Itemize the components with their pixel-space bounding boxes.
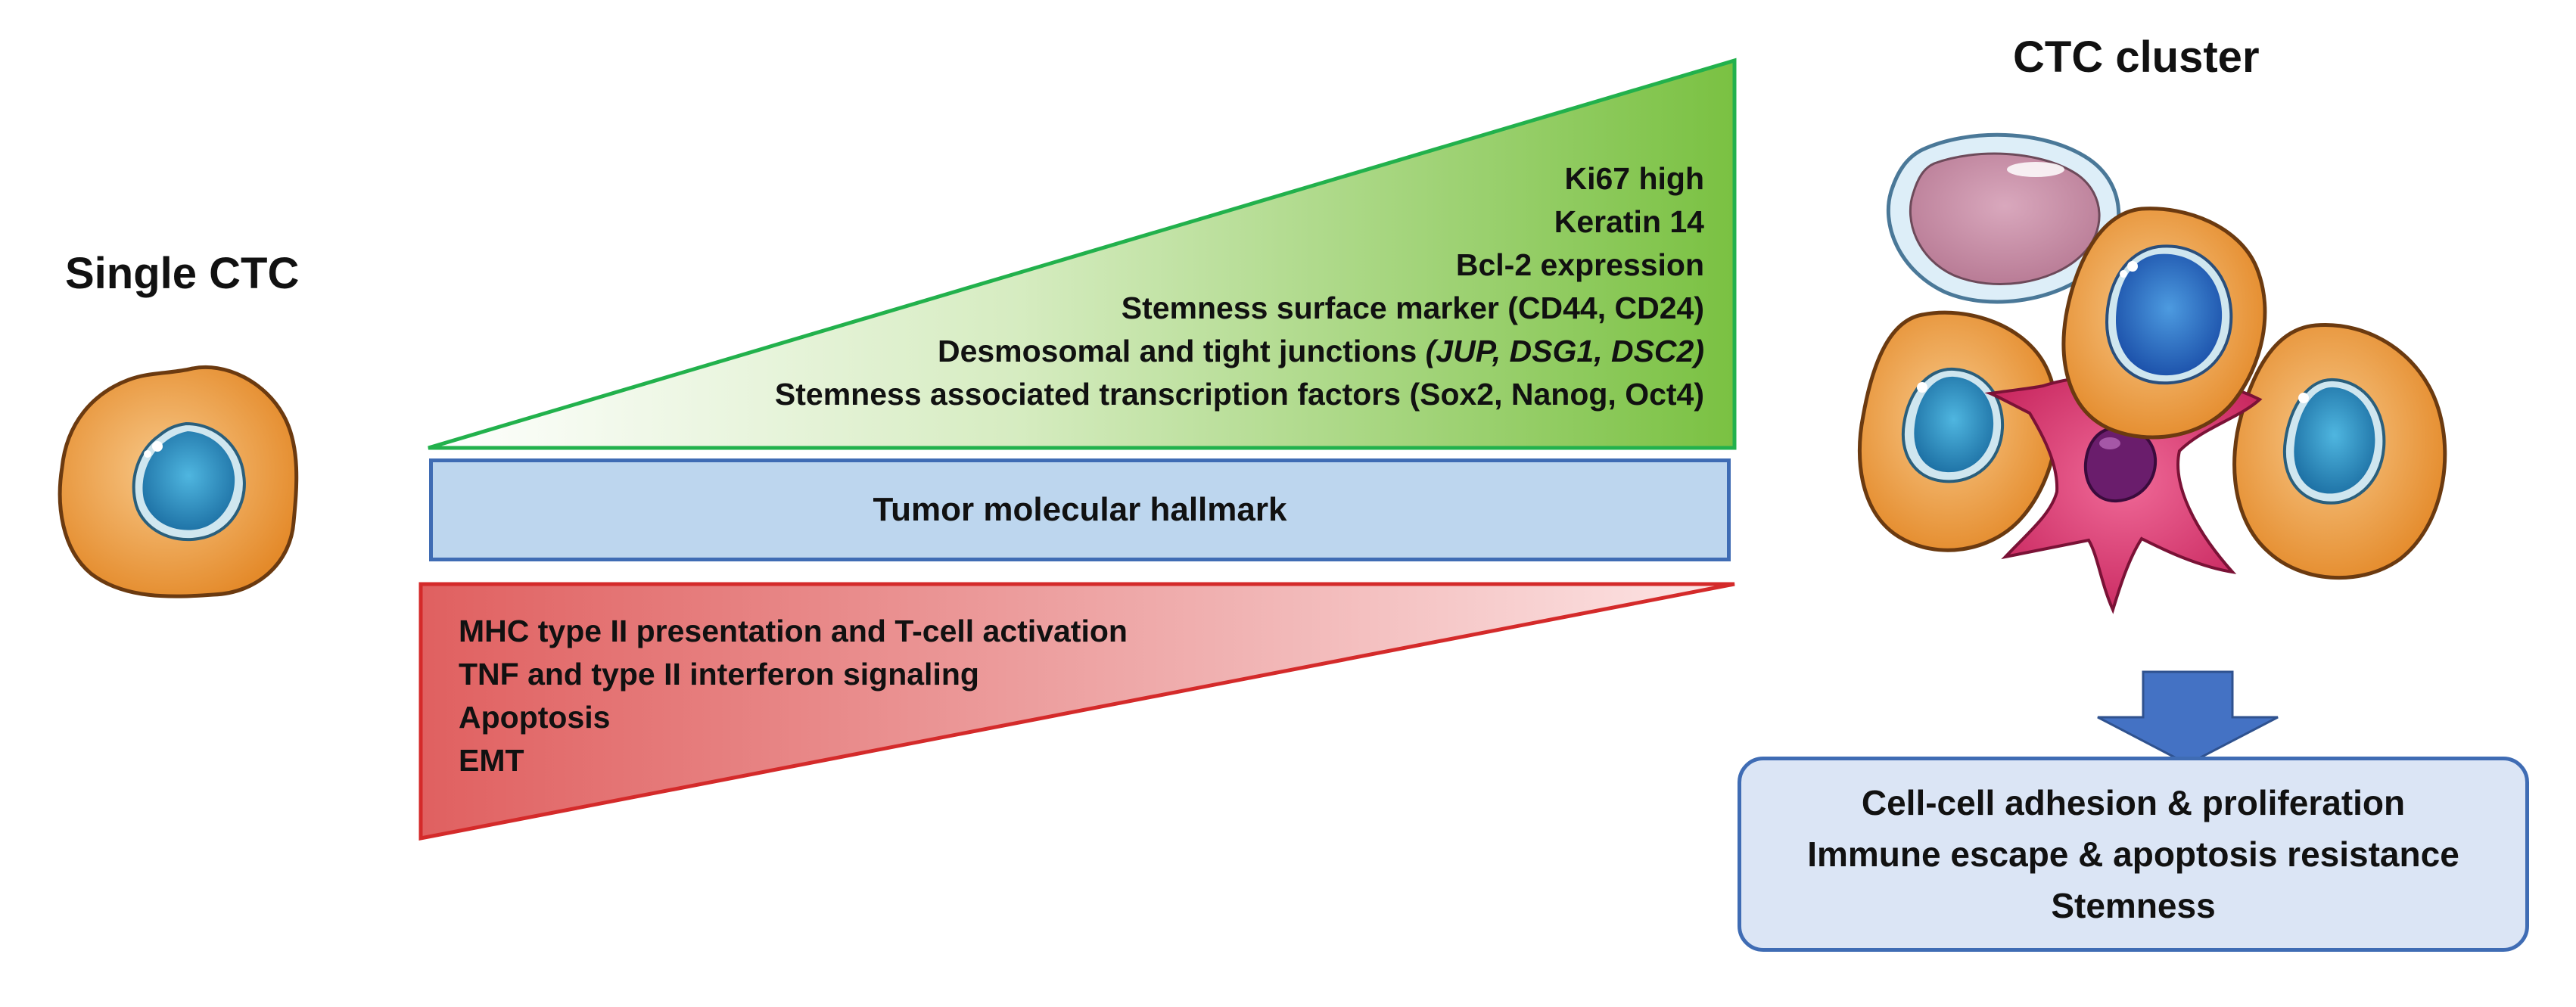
- downregulated-wedge: [418, 582, 1735, 841]
- upregulated-item: Keratin 14: [1554, 204, 1704, 239]
- ctc-cluster-icon: [1857, 132, 2447, 614]
- upregulated-item: Ki67 high: [1564, 161, 1704, 196]
- upregulated-list: Ki67 high Keratin 14 Bcl-2 expression St…: [775, 157, 1704, 416]
- cluster-cell-top: [2061, 207, 2267, 440]
- single-ctc-title: Single CTC: [65, 249, 300, 298]
- outcome-item: Immune escape & apoptosis resistance: [1807, 835, 2459, 874]
- cluster-cell-right: [2232, 322, 2447, 580]
- down-arrow-icon: [2097, 670, 2279, 766]
- tumor-molecular-hallmark-band: Tumor molecular hallmark: [429, 458, 1731, 561]
- ctc-cluster-title: CTC cluster: [2013, 33, 2260, 82]
- outcome-item: Stemness: [2051, 886, 2216, 925]
- downregulated-item: Apoptosis: [459, 700, 611, 735]
- upregulated-item: Bcl-2 expression: [1455, 247, 1704, 282]
- upregulated-item: Stemness associated transcription factor…: [774, 377, 1704, 412]
- cluster-platelet: [1886, 132, 2120, 304]
- upregulated-wedge: [428, 57, 1737, 450]
- upregulated-item: Stemness surface marker (CD44, CD24): [1121, 291, 1704, 325]
- hallmark-label: Tumor molecular hallmark: [873, 491, 1287, 528]
- cluster-outcomes-box: Cell-cell adhesion & proliferation Immun…: [1738, 757, 2529, 952]
- downregulated-list: MHC type II presentation and T-cell acti…: [459, 610, 1128, 782]
- cluster-cell-left: [1857, 310, 2059, 552]
- downregulated-item: MHC type II presentation and T-cell acti…: [459, 614, 1128, 648]
- upregulated-item: Desmosomal and tight junctions (JUP, DSG…: [937, 334, 1704, 368]
- single-ctc-cell-icon: [58, 365, 299, 598]
- downregulated-item: TNF and type II interferon signaling: [459, 657, 979, 692]
- outcome-item: Cell-cell adhesion & proliferation: [1861, 783, 2406, 822]
- downregulated-item: EMT: [459, 743, 524, 778]
